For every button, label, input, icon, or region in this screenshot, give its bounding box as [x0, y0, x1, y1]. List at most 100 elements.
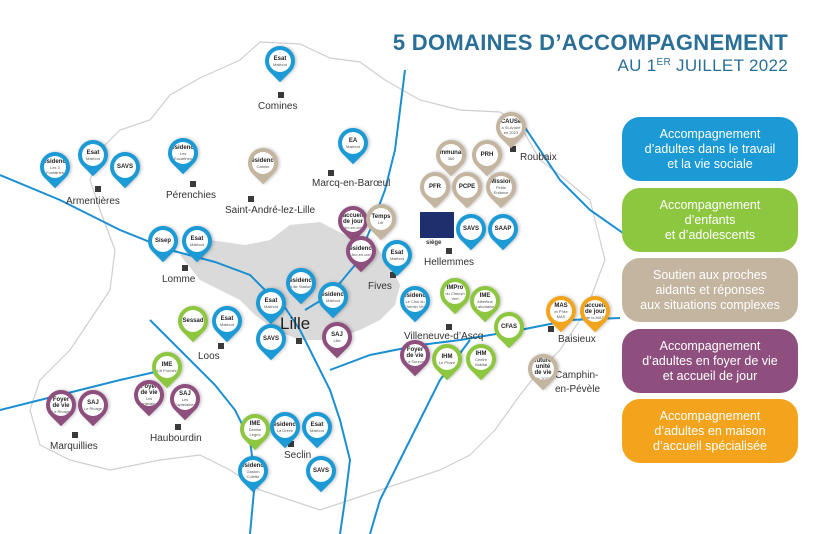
town-label: Seclin [284, 450, 312, 461]
pin-label: PRH [476, 144, 498, 166]
pin-subtitle: Petite Enfance [493, 185, 509, 195]
pin-label: SAVS [260, 328, 282, 350]
pin-title: Foyer de vie [52, 396, 70, 409]
pin-subtitle: Denise Legrix [248, 427, 262, 437]
town-label: Fives [368, 281, 392, 292]
pin-subtitle: du Chemin Vert [445, 291, 465, 301]
pin-subtitle: à St-André en 2023 [501, 125, 521, 135]
pin-subtitle: Centre Habitat [474, 357, 488, 367]
town-label: Villeneuve-d’Ascq [404, 331, 484, 342]
pin-title: SAVS [313, 468, 329, 474]
pin-title: PFR [429, 184, 441, 190]
town-marker [218, 343, 224, 349]
pin-subtitle: Malécot [309, 427, 324, 433]
pin-title: PRH [480, 152, 494, 158]
pin-title: accueil de jour [342, 212, 364, 225]
pin-subtitle: Lib’ [377, 219, 385, 225]
pin-label: PCPE [456, 176, 478, 198]
pin-title: Foyer de vie [406, 346, 424, 359]
town-marker [510, 146, 516, 152]
lille-marker [296, 338, 302, 344]
pin-title: accueil de jour [584, 302, 606, 315]
pin-subtitle: et P’tite MAS [554, 309, 568, 319]
pin-subtitle: Les 3 Fontaines [46, 165, 64, 175]
lille-label: Lille [280, 314, 311, 333]
town-marker [248, 196, 254, 202]
pin-subtitle: Arc-en-ciel [343, 224, 363, 230]
pin-subtitle: Les Cantelaines [138, 396, 160, 406]
river-marque [519, 119, 641, 246]
pin-subtitle: 360 [447, 155, 455, 161]
town-marker [446, 248, 452, 254]
town-label: Baisieux [558, 334, 596, 345]
pin-title: Sessad [182, 318, 204, 324]
map-title: 5 DOMAINES D’ACCOMPAGNEMENT [392, 30, 788, 55]
pin-label: PFR [424, 176, 446, 198]
town-marker [328, 170, 334, 176]
town-marker [548, 326, 554, 332]
pin-label: SAVS [460, 218, 482, 240]
town-marker [175, 424, 181, 430]
town-marker [446, 324, 452, 330]
town-marker [278, 92, 284, 98]
map-subtitle: AU 1ER JUILLET 2022 [617, 56, 788, 75]
pin-subtitle: Le Rivage [83, 405, 102, 411]
pin-title: SAAP [494, 226, 512, 232]
town-label: Armentières [66, 196, 120, 207]
pin-subtitle: Malécot [189, 241, 204, 247]
pin-subtitle: Malécot [85, 155, 100, 161]
siege-label: siège [426, 240, 442, 246]
pin-label: SAAP [492, 218, 514, 240]
pin-subtitle: Albertine Lafontaine [475, 299, 495, 309]
pin-title: Sisep [154, 238, 171, 244]
town-label: Haubourdin [150, 433, 202, 444]
pin-subtitle: Lille Station [290, 283, 312, 289]
pin-title: future unité de vie [534, 358, 552, 376]
town-marker [390, 272, 396, 278]
pin-subtitle: Catoire [256, 163, 270, 169]
pin-subtitle: Le Phare [438, 359, 456, 365]
pin-subtitle: Malécot [219, 321, 234, 327]
town-marker [288, 441, 294, 447]
siege-logo [420, 212, 454, 238]
town-label: Saint-André-lez-Lille [225, 205, 316, 216]
town-marker [95, 186, 101, 192]
town-label: Marcq-en-Barœul [312, 178, 391, 189]
pin-title: SAVS [263, 336, 279, 342]
town-label: Roubaix [520, 152, 557, 163]
town-label: Pérenchies [166, 190, 217, 201]
pin-label: Sisep [152, 230, 174, 252]
town-label: Marquillies [50, 441, 98, 452]
river-west [0, 371, 156, 411]
